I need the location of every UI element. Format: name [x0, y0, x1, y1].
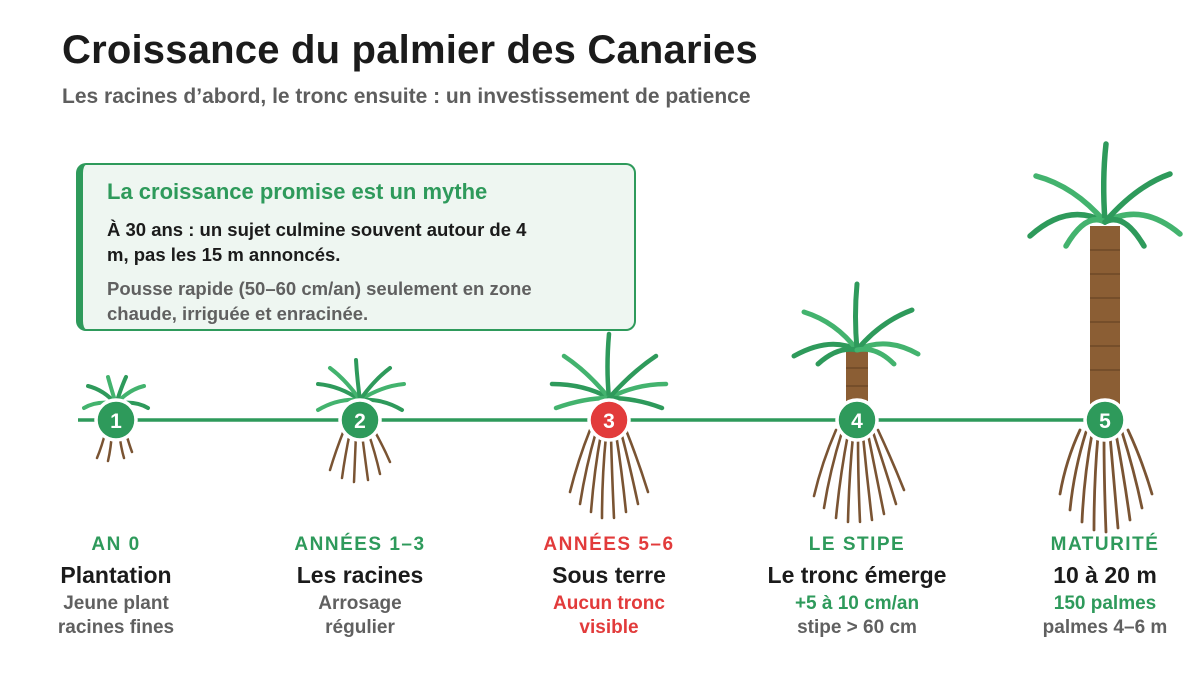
stage-4-detail-2: stipe > 60 cm [797, 617, 917, 638]
stage-4-roots [812, 428, 906, 524]
stage-3-name: Sous terre [552, 562, 666, 588]
page-subtitle: Les racines d’abord, le tronc ensuite : … [62, 85, 751, 108]
stage-4-fronds [791, 281, 921, 367]
stage-5-caption: MATURITÉ 10 à 20 m 150 palmes palmes 4–6… [985, 534, 1200, 640]
stage-3-plant [549, 331, 669, 520]
stage-4-trunk [846, 350, 868, 404]
stage-2-plant [316, 358, 406, 484]
callout-body: À 30 ans : un sujet culmine souvent auto… [107, 219, 527, 265]
stage-5-plant [1027, 141, 1183, 534]
stage-3-roots [568, 428, 650, 520]
stage-2-detail-1: Arrosage [318, 593, 402, 614]
stage-1-caption: AN 0 Plantation Jeune plant racines fine… [0, 534, 236, 640]
stage-5-roots [1058, 428, 1154, 534]
stage-5-detail-2: palmes 4–6 m [1042, 617, 1168, 638]
stage-3-label: ANNÉES 5–6 [543, 534, 675, 555]
stage-4-detail-1: +5 à 10 cm/an [794, 593, 920, 614]
stage-3-fronds [549, 331, 669, 411]
stage-1-name: Plantation [60, 562, 172, 588]
stage-5-fronds [1027, 141, 1183, 249]
step-number-4: 4 [851, 410, 863, 433]
stage-3-detail-2: visible [579, 617, 639, 638]
stage-2-detail-2: régulier [325, 617, 395, 638]
step-marker-2: 2 [338, 398, 382, 442]
step-marker-1: 1 [94, 398, 138, 442]
stage-2-name: Les racines [296, 562, 424, 588]
stage-5-detail-1: 150 palmes [1053, 593, 1157, 614]
stage-5-trunk [1090, 226, 1120, 406]
stage-1-detail-1: Jeune plant [63, 593, 169, 614]
stage-1-label: AN 0 [91, 534, 141, 555]
step-number-1: 1 [110, 410, 122, 433]
step-marker-4: 4 [835, 398, 879, 442]
stage-3-caption: ANNÉES 5–6 Sous terre Aucun tronc visibl… [489, 534, 729, 640]
stage-5-name: 10 à 20 m [1053, 562, 1157, 588]
step-number-5: 5 [1099, 410, 1111, 433]
step-number-3: 3 [603, 410, 615, 433]
callout-title: La croissance promise est un mythe [107, 179, 488, 204]
stage-1-detail-2: racines fines [57, 617, 175, 638]
stage-4-name: Le tronc émerge [767, 562, 947, 588]
stage-2-caption: ANNÉES 1–3 Les racines Arrosage régulier [240, 534, 480, 640]
stage-4-plant [791, 281, 921, 524]
stage-3-detail-1: Aucun tronc [553, 593, 665, 614]
step-marker-5: 5 [1083, 398, 1127, 442]
step-marker-3: 3 [587, 398, 631, 442]
stage-5-label: MATURITÉ [1050, 534, 1160, 555]
myth-callout: La croissance promise est un mythe À 30 … [76, 163, 636, 331]
stage-4-caption: LE STIPE Le tronc émerge +5 à 10 cm/an s… [737, 534, 977, 640]
stage-4-label: LE STIPE [808, 534, 906, 555]
stage-2-label: ANNÉES 1–3 [294, 534, 426, 555]
callout-note: Pousse rapide (50–60 cm/an) seulement en… [107, 278, 532, 324]
step-number-2: 2 [354, 410, 366, 433]
page-title: Croissance du palmier des Canaries [62, 28, 758, 72]
